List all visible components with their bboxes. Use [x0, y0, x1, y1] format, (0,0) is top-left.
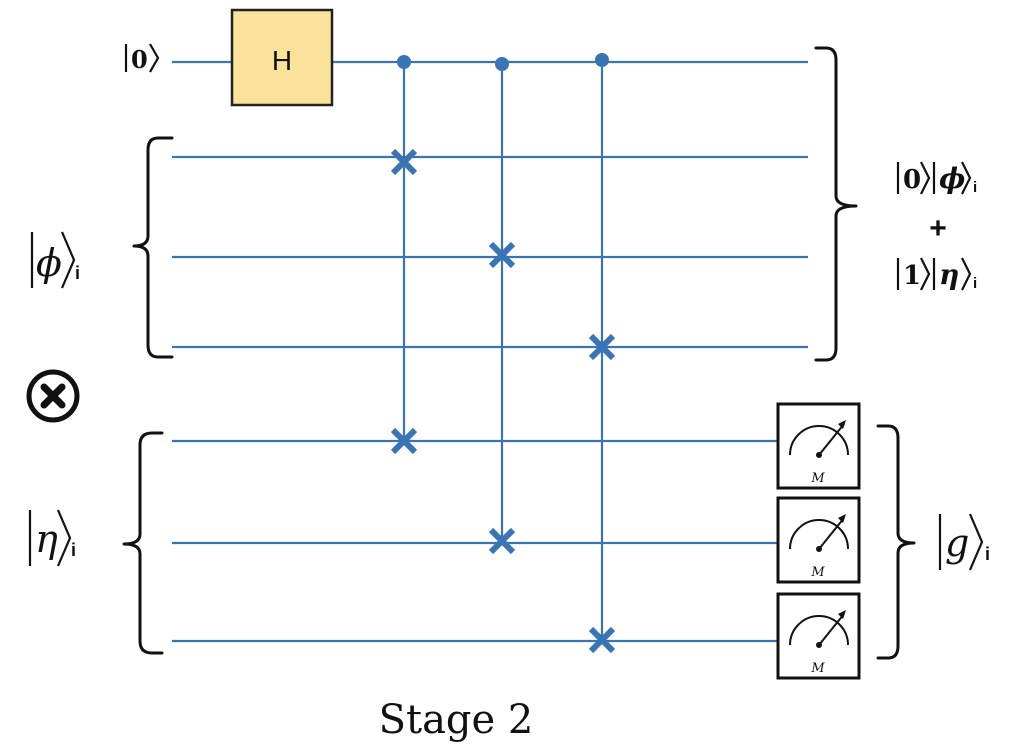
measurement-meter-2: M: [776, 496, 861, 584]
cswap-1-target-phi: [390, 148, 418, 176]
cswap-3-control-dot: [595, 53, 609, 67]
meter-3-label: M: [810, 661, 825, 676]
output-state-label: 0 ϕ i + 1 η i: [896, 161, 977, 292]
eta-register-brace: [122, 431, 164, 655]
cswap-2-target-phi: [488, 241, 516, 269]
output-term-0: 0 ϕ i: [896, 161, 977, 196]
eta-label-subscript: i: [71, 540, 76, 560]
phi-register-brace: [132, 136, 174, 359]
hadamard-gate: H: [230, 8, 334, 107]
output-term1-ket: 1: [903, 261, 921, 291]
tensor-product-symbol-text: ⊗: [0, 0, 1, 1]
ancilla-ket-value: 0: [131, 45, 148, 74]
measurement-meter-3: M: [776, 592, 861, 680]
cswap-3-target-phi: [588, 333, 616, 361]
phi-register-label: ϕ i: [30, 231, 80, 289]
cswap-2-target-eta: [488, 527, 516, 555]
g-label-subscript: i: [985, 544, 990, 564]
eta-register-label: η i: [28, 509, 76, 567]
cswap-3-target-eta: [588, 626, 616, 654]
output-term-1: 1 η i: [896, 257, 977, 292]
meter-1-label: M: [810, 471, 825, 486]
phi-label-subscript: i: [75, 263, 80, 283]
cswap-1-control-dot: [397, 55, 411, 69]
output-term0-state: ϕ: [939, 162, 965, 195]
measurement-meter-1: M: [776, 402, 861, 490]
hadamard-label: H: [272, 45, 292, 76]
phi-label-symbol: ϕ: [36, 241, 62, 285]
output-term0-ket: 0: [903, 165, 921, 195]
cswap-2-control-dot: [495, 57, 509, 71]
eta-label-symbol: η: [35, 517, 58, 561]
stage-caption: Stage 2: [379, 697, 534, 743]
output-plus-sign: +: [929, 212, 947, 245]
output-term1-state: η: [939, 258, 959, 291]
output-term0-subscript: i: [973, 179, 977, 196]
cswap-1-target-eta: [390, 427, 418, 455]
output-term1-subscript: i: [973, 275, 977, 292]
tensor-product-icon: [26, 369, 80, 423]
g-register-brace: [876, 424, 916, 660]
output-state-brace: [814, 46, 858, 362]
g-register-label: g i: [938, 513, 990, 571]
meter-2-label: M: [810, 565, 825, 580]
g-label-symbol: g: [945, 521, 969, 565]
ancilla-ket: 0: [124, 43, 160, 74]
